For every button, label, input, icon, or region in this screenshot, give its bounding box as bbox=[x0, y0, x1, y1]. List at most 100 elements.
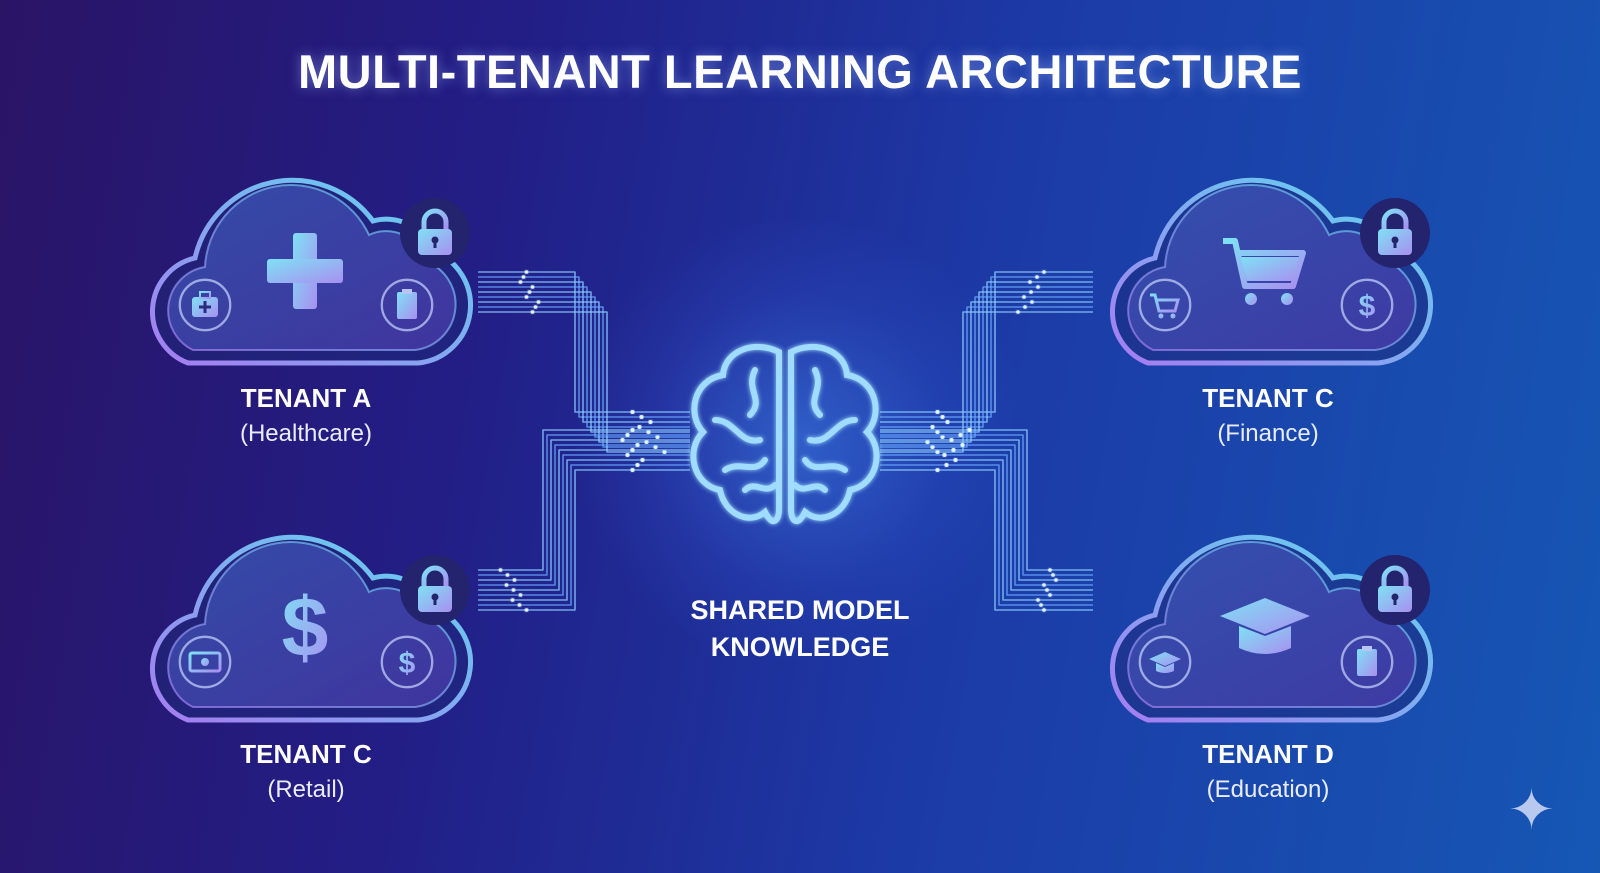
circuit-node bbox=[1042, 583, 1046, 587]
circuit-line bbox=[478, 459, 690, 601]
circuit-node bbox=[655, 435, 660, 439]
circuit-node bbox=[1045, 588, 1049, 592]
circuit-connections bbox=[478, 270, 1093, 612]
dollar-coin-icon: $ bbox=[1340, 278, 1394, 332]
graduation-cap-icon bbox=[1220, 598, 1310, 654]
circuit-line bbox=[880, 429, 1093, 571]
circuit-line bbox=[478, 276, 690, 418]
circuit-node bbox=[637, 425, 642, 429]
circuit-line bbox=[478, 271, 690, 413]
circuit-line bbox=[880, 454, 1093, 596]
circuit-line bbox=[478, 464, 690, 606]
tenant-label-finance: TENANT C (Finance) bbox=[1098, 383, 1438, 448]
circuit-line bbox=[478, 301, 690, 443]
brain-icon bbox=[690, 343, 880, 525]
circuit-node bbox=[958, 433, 963, 437]
circuit-node bbox=[521, 275, 526, 279]
circuit-node bbox=[662, 450, 667, 454]
circuit-node bbox=[942, 453, 947, 457]
circuit-node bbox=[639, 415, 644, 419]
circuit-node bbox=[967, 428, 972, 432]
circuit-node bbox=[530, 310, 535, 314]
circuit-node bbox=[510, 598, 515, 602]
tenant-cloud: $$ bbox=[152, 537, 470, 720]
circuit-line bbox=[880, 464, 1093, 606]
circuit-node bbox=[498, 568, 503, 572]
circuit-line bbox=[478, 469, 690, 611]
tenant-label-a: TENANT A (Healthcare) bbox=[136, 383, 476, 448]
circuit-node bbox=[518, 593, 523, 597]
circuit-node bbox=[960, 443, 965, 447]
sparkle-icon: ✦ bbox=[1508, 778, 1555, 841]
circuit-node bbox=[517, 603, 522, 607]
tenant-name: TENANT D bbox=[1202, 739, 1334, 769]
svg-text:$: $ bbox=[282, 580, 329, 674]
circuit-line bbox=[880, 444, 1093, 586]
circuit-node bbox=[635, 463, 640, 467]
shared-model-line2: KNOWLEDGE bbox=[710, 632, 890, 662]
tenant-name: TENANT A bbox=[240, 383, 372, 413]
circuit-line bbox=[880, 434, 1093, 576]
circuit-node bbox=[935, 450, 940, 454]
circuit-node bbox=[527, 290, 532, 294]
circuit-node bbox=[653, 445, 658, 449]
shopping-cart-icon bbox=[1223, 238, 1306, 305]
circuit-line bbox=[478, 291, 690, 433]
circuit-node bbox=[1016, 310, 1020, 314]
circuit-node bbox=[951, 448, 956, 452]
medical-cross-icon bbox=[267, 233, 343, 309]
circuit-node bbox=[1036, 285, 1040, 289]
circuit-node bbox=[1036, 598, 1040, 602]
circuit-node bbox=[630, 468, 635, 472]
circuit-node bbox=[1028, 280, 1032, 284]
dollar-icon: $ bbox=[282, 580, 329, 674]
circuit-node bbox=[512, 578, 517, 582]
shopping-cart-icon bbox=[1138, 278, 1192, 332]
dollar-coin-icon: $ bbox=[380, 635, 434, 689]
circuit-node bbox=[1022, 295, 1026, 299]
circuit-line bbox=[478, 454, 690, 596]
circuit-line bbox=[478, 439, 690, 581]
tenant-name: TENANT C bbox=[240, 739, 372, 769]
circuit-node bbox=[1023, 305, 1027, 309]
circuit-node bbox=[1035, 275, 1039, 279]
circuit-line bbox=[478, 449, 690, 591]
circuit-node bbox=[625, 433, 630, 437]
circuit-line bbox=[478, 306, 690, 448]
circuit-node bbox=[620, 438, 625, 442]
shared-model-line1: SHARED MODEL bbox=[690, 595, 910, 625]
circuit-node bbox=[533, 305, 538, 309]
circuit-node bbox=[505, 573, 510, 577]
circuit-node bbox=[630, 448, 635, 452]
lock-icon bbox=[1360, 555, 1430, 625]
circuit-line bbox=[880, 281, 1093, 423]
circuit-line bbox=[478, 286, 690, 428]
svg-text:$: $ bbox=[399, 647, 416, 680]
circuit-line bbox=[478, 281, 690, 423]
circuit-node bbox=[646, 430, 651, 434]
tenant-name: TENANT C bbox=[1202, 383, 1334, 413]
svg-text:$: $ bbox=[1359, 290, 1376, 323]
circuit-node bbox=[945, 420, 950, 424]
circuit-line bbox=[880, 291, 1093, 433]
circuit-node bbox=[940, 435, 945, 439]
circuit-line bbox=[478, 429, 690, 571]
lock-icon bbox=[1360, 198, 1430, 268]
circuit-node bbox=[1042, 608, 1046, 612]
lock-icon bbox=[400, 555, 470, 625]
circuit-line bbox=[880, 276, 1093, 418]
circuit-node bbox=[644, 440, 649, 444]
clipboard-icon bbox=[1340, 635, 1394, 689]
page-title: MULTI-TENANT LEARNING ARCHITECTURE bbox=[298, 45, 1302, 98]
circuit-node bbox=[925, 440, 930, 444]
tenant-sector: (Healthcare) bbox=[239, 420, 373, 447]
circuit-node bbox=[1039, 603, 1043, 607]
circuit-line bbox=[478, 296, 690, 438]
circuit-line bbox=[880, 439, 1093, 581]
circuit-node bbox=[949, 438, 954, 442]
circuit-line bbox=[880, 296, 1093, 438]
circuit-node bbox=[1051, 573, 1055, 577]
shared-model-label: SHARED MODEL KNOWLEDGE bbox=[600, 592, 1000, 666]
circuit-node bbox=[1048, 568, 1052, 572]
tenant-sector: (Finance) bbox=[1217, 420, 1319, 447]
